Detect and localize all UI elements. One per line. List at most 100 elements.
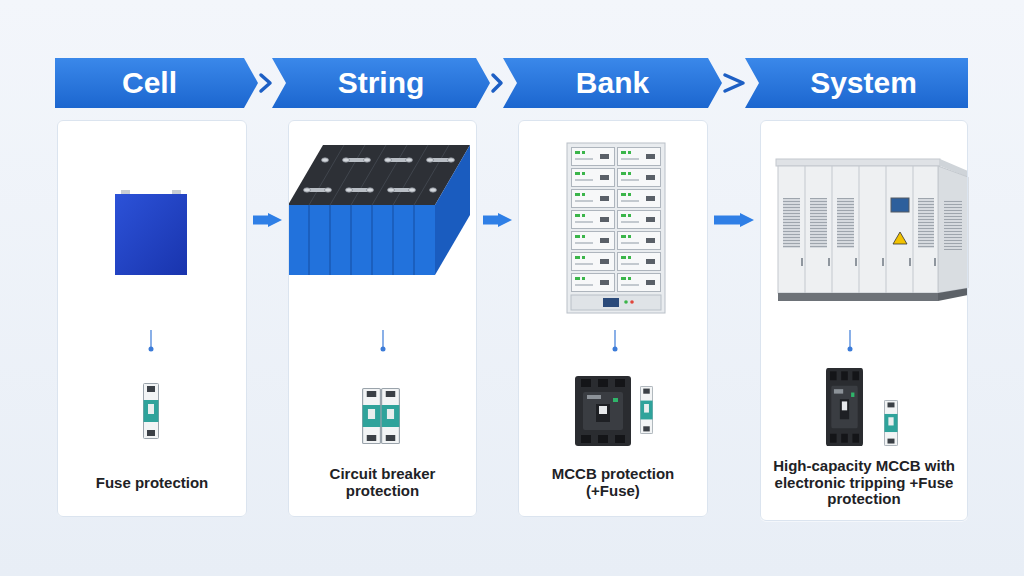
battery-pack [304, 188, 311, 192]
protection-caption: Fuse protection [67, 475, 237, 492]
battery-rack [567, 143, 665, 313]
battery-pack [325, 188, 332, 192]
battery-cell [115, 194, 187, 275]
protection-caption: Circuit breaker protection [318, 466, 448, 500]
battery-rack [618, 190, 661, 208]
storage-cabinet [776, 159, 968, 301]
storage-cabinet [918, 198, 934, 248]
battery-rack [572, 211, 615, 229]
leader-line [613, 347, 618, 352]
card-fill [57, 120, 247, 517]
stage-header: System [745, 58, 968, 108]
battery-pack [364, 158, 371, 162]
leader-line [150, 330, 151, 348]
battery-pack [409, 188, 416, 192]
protection-caption: MCCB protection (+Fuse) [537, 466, 689, 500]
leader-line [849, 330, 850, 348]
storage-cabinet [934, 258, 936, 266]
storage-cabinet [778, 293, 938, 301]
battery-pack [351, 145, 386, 205]
battery-pack [307, 160, 451, 190]
battery-rack [567, 143, 665, 313]
flow-chevron [725, 75, 743, 91]
storage-cabinet [805, 166, 913, 293]
battery-cell [115, 190, 187, 275]
storage-cabinet [893, 232, 907, 244]
card-fill [57, 120, 968, 521]
storage-cabinet [855, 258, 857, 266]
battery-pack [350, 205, 352, 275]
battery-rack [624, 300, 628, 304]
battery-pack [308, 205, 310, 275]
storage-cabinet [832, 166, 833, 293]
battery-pack [372, 145, 407, 205]
stage-card: High-capacity MCCB with electronic tripp… [760, 120, 968, 521]
battery-rack [603, 298, 619, 307]
battery-rack [630, 300, 634, 304]
battery-pack [413, 205, 415, 275]
storage-cabinet [783, 198, 800, 248]
stage-title: Cell [122, 68, 177, 98]
storage-cabinet [909, 258, 911, 266]
storage-cabinet [944, 200, 962, 250]
battery-rack [618, 211, 661, 229]
storage-cabinet [801, 258, 803, 266]
stage-header: Cell [55, 58, 258, 108]
stage-card: Fuse protection [57, 120, 247, 517]
breaker-icon [363, 389, 381, 444]
storage-cabinet [938, 166, 968, 293]
battery-pack [288, 145, 470, 275]
battery-rack [572, 232, 615, 250]
battery-pack [309, 145, 344, 205]
battery-pack [388, 188, 395, 192]
storage-cabinet [913, 166, 914, 293]
breaker-icon [826, 368, 863, 446]
flow-arrow [714, 216, 740, 225]
storage-cabinet [891, 198, 909, 212]
battery-rack [572, 274, 615, 292]
breaker-icon [640, 386, 652, 433]
stage-card: Circuit breaker protection [288, 120, 477, 517]
breaker-icon [575, 376, 631, 446]
breaker-icon [144, 368, 898, 446]
flow-chevron [493, 75, 501, 91]
card-fill [288, 120, 477, 517]
battery-rack [572, 253, 615, 271]
leader-line [149, 330, 853, 352]
card-fill [518, 120, 708, 517]
battery-rack [618, 169, 661, 187]
battery-rack [572, 190, 615, 208]
breaker-icon [382, 389, 400, 444]
battery-pack [367, 188, 374, 192]
flow-arrow [253, 216, 268, 225]
battery-pack [330, 145, 365, 205]
storage-cabinet [837, 198, 854, 248]
battery-pack [304, 158, 455, 192]
storage-cabinet [778, 166, 938, 293]
leader-line [382, 330, 383, 348]
leader-line [848, 347, 853, 352]
battery-pack [309, 205, 414, 275]
storage-cabinet [859, 166, 860, 293]
flow-arrow [483, 216, 498, 225]
battery-rack [571, 295, 661, 310]
storage-cabinet [938, 288, 968, 301]
battery-pack [393, 145, 428, 205]
battery-rack [618, 148, 661, 166]
battery-pack [371, 205, 373, 275]
storage-cabinet [805, 166, 806, 293]
battery-pack [430, 188, 437, 192]
stage-header: Bank [503, 58, 722, 108]
battery-pack [343, 158, 350, 162]
storage-cabinet [828, 258, 830, 266]
battery-rack [618, 274, 661, 292]
stage-title: String [338, 68, 425, 98]
battery-pack [406, 158, 413, 162]
flow-chevron [261, 75, 270, 91]
card-fill [760, 120, 968, 521]
breaker-icon [144, 384, 159, 439]
header-chevron [745, 58, 968, 108]
battery-pack [329, 205, 331, 275]
